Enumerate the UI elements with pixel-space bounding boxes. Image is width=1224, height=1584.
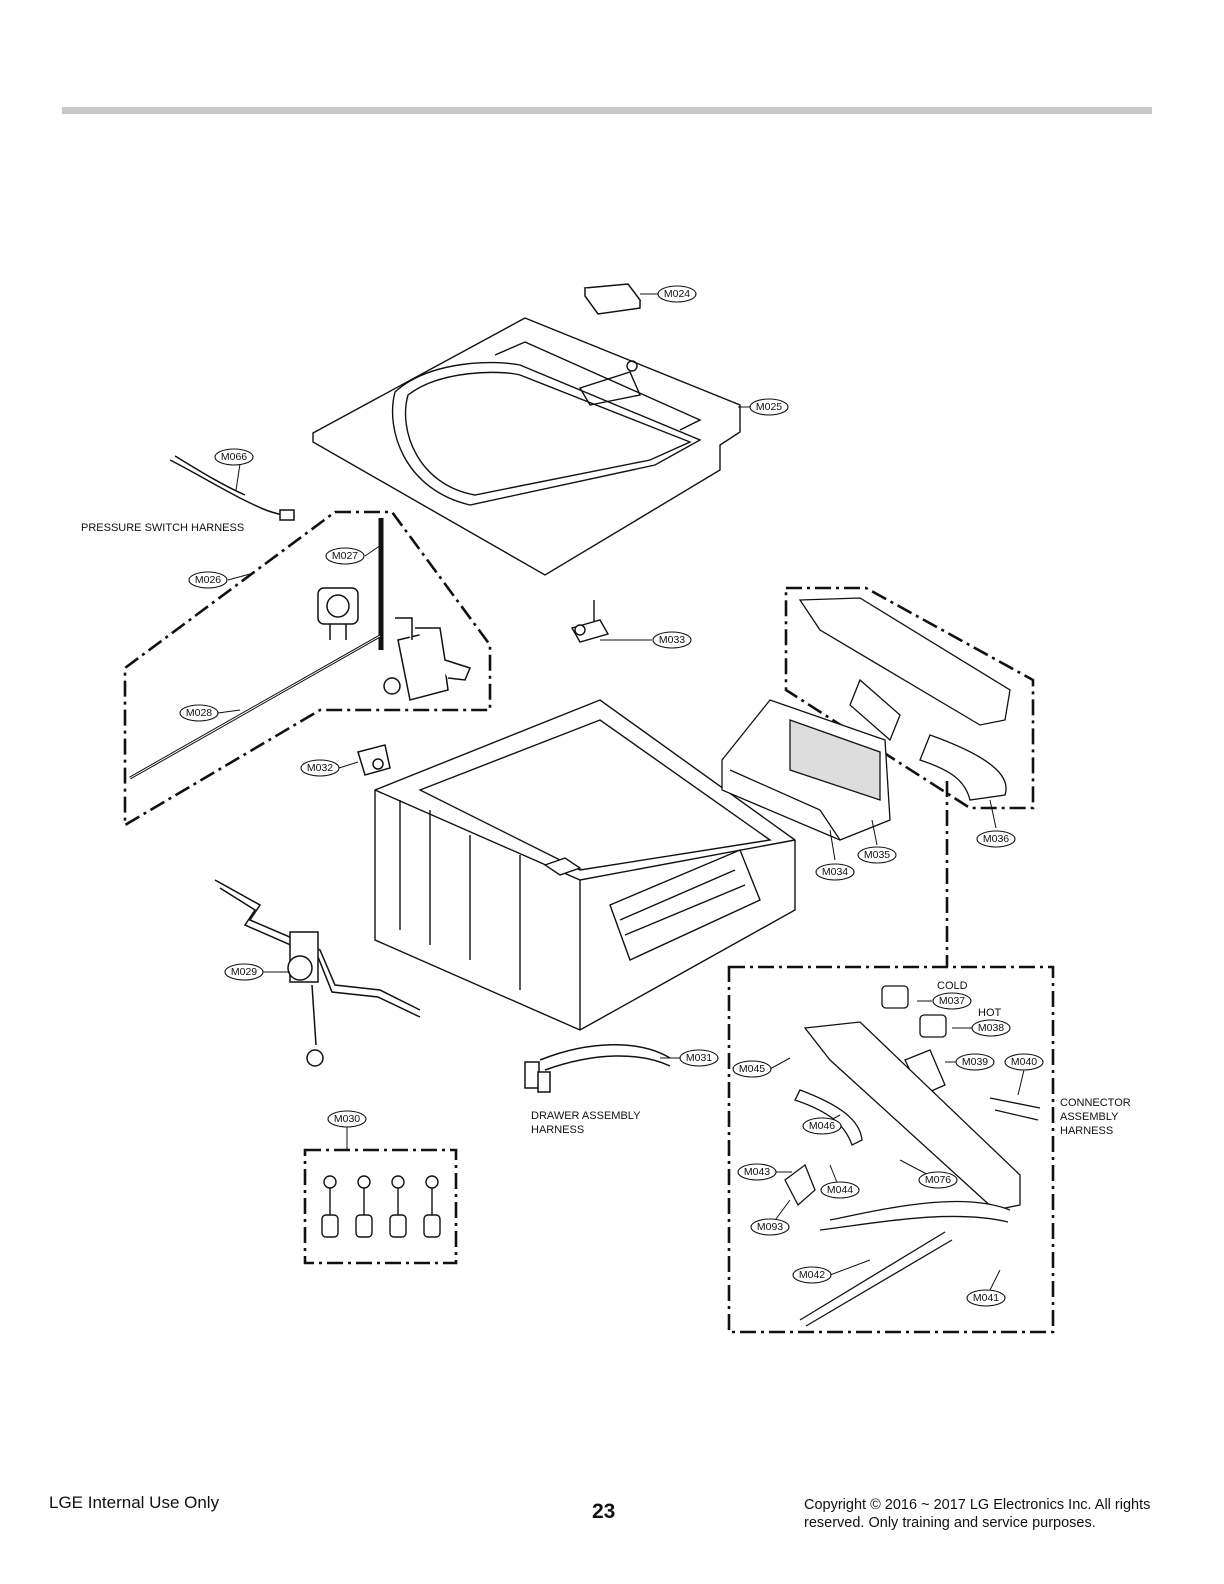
callout-m031: M031 xyxy=(686,1052,712,1064)
callout-m046: M046 xyxy=(809,1120,835,1132)
label-drawer-assembly-1: DRAWER ASSEMBLY xyxy=(531,1110,641,1122)
header-rule xyxy=(62,107,1152,114)
part-m026-pressure-switch xyxy=(317,587,359,640)
callout-m032: M032 xyxy=(307,762,333,774)
callout-m043: M043 xyxy=(744,1166,770,1178)
label-connector-1: CONNECTOR xyxy=(1060,1097,1131,1109)
part-m066-harness xyxy=(169,455,295,521)
page-number: 23 xyxy=(592,1500,616,1523)
part-m032-clip xyxy=(357,744,391,776)
group-outline-drawer-harness xyxy=(784,586,1035,810)
callout-m038: M038 xyxy=(978,1022,1004,1034)
part-m025-top-cover xyxy=(312,317,741,576)
callout-m029: M029 xyxy=(231,966,257,978)
label-cold: COLD xyxy=(937,980,968,992)
label-connector-3: HARNESS xyxy=(1060,1125,1113,1137)
callout-m026: M026 xyxy=(195,574,221,586)
part-m031-harness xyxy=(524,1044,671,1093)
label-hot: HOT xyxy=(978,1007,1002,1019)
group-outline-inlet-valves xyxy=(727,965,1055,1334)
callout-m041: M041 xyxy=(973,1292,999,1304)
label-pressure-switch-harness: PRESSURE SWITCH HARNESS xyxy=(81,522,244,534)
part-m033-bracket xyxy=(570,600,610,643)
callout-m025: M025 xyxy=(756,401,782,413)
callout-m027: M027 xyxy=(332,550,358,562)
callout-m035: M035 xyxy=(864,849,890,861)
callout-m039: M039 xyxy=(962,1056,988,1068)
part-m024-cap xyxy=(583,283,642,315)
callout-m066: M066 xyxy=(221,451,247,463)
part-m030-feet xyxy=(321,1175,441,1238)
callout-m093: M093 xyxy=(757,1221,783,1233)
part-m029-lever xyxy=(214,879,421,1067)
label-drawer-assembly-2: HARNESS xyxy=(531,1124,584,1136)
callout-m033: M033 xyxy=(659,634,685,646)
part-drawer-housing xyxy=(374,699,796,1031)
callout-m034: M034 xyxy=(822,866,848,878)
callout-m040: M040 xyxy=(1011,1056,1037,1068)
part-inlet-valve-assembly xyxy=(784,985,1041,1327)
callout-m076: M076 xyxy=(925,1174,951,1186)
callout-m045: M045 xyxy=(739,1063,765,1075)
group-outline-feet xyxy=(303,1148,458,1265)
footer-copyright: Copyright © 2016 ~ 2017 LG Electronics I… xyxy=(804,1497,1151,1531)
callout-m042: M042 xyxy=(799,1269,825,1281)
callout-m036: M036 xyxy=(983,833,1009,845)
callout-m030: M030 xyxy=(334,1113,360,1125)
footer-internal-use: LGE Internal Use Only xyxy=(49,1493,220,1512)
callout-m024: M024 xyxy=(664,288,690,300)
callout-m028: M028 xyxy=(186,707,212,719)
part-m034-m035-drawer-frame xyxy=(721,699,891,841)
callout-m044: M044 xyxy=(827,1184,853,1196)
group-outline-pressure-switch xyxy=(123,510,492,828)
part-air-chamber xyxy=(383,617,472,701)
label-connector-2: ASSEMBLY xyxy=(1060,1111,1119,1123)
part-m036-dispenser xyxy=(798,597,1011,801)
callout-m037: M037 xyxy=(939,995,965,1007)
